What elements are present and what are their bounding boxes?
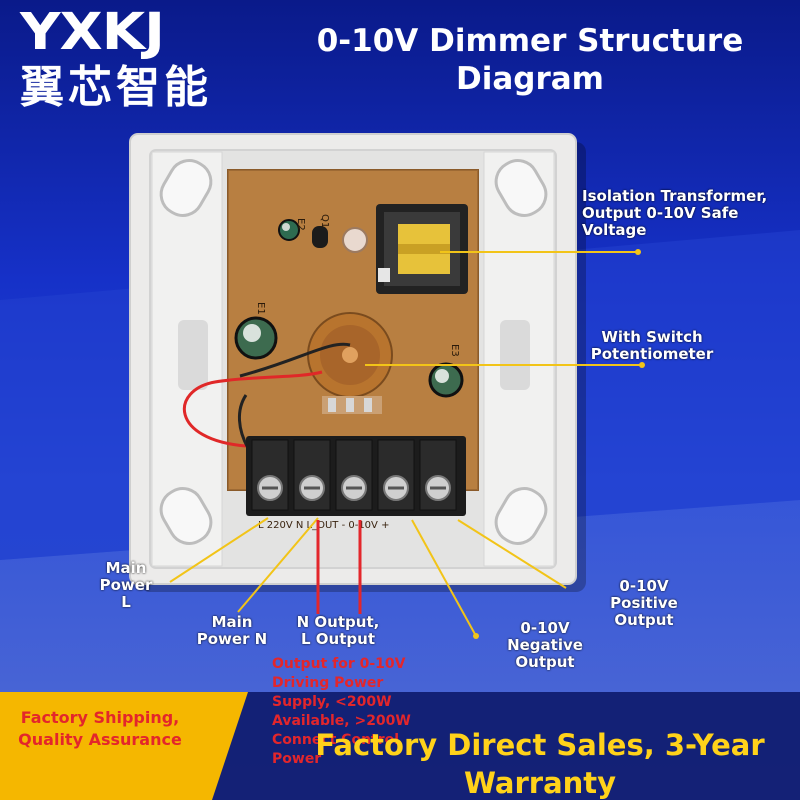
callout-main-power-l: Main Power L: [99, 559, 153, 611]
capacitor-e1: [234, 316, 278, 360]
isolation-transformer: [376, 204, 468, 294]
silk-e1: E1: [255, 302, 266, 315]
diagram-title-line2: Diagram: [456, 61, 604, 97]
callout-line-main-n: [237, 517, 319, 613]
transistor-q1: [312, 226, 328, 248]
brand-logo: YXKJ 翼芯智能: [20, 6, 212, 112]
callout-main-power-n: Main Power N: [196, 613, 268, 648]
silk-terminal-text: L 220V N L_OUT - 0-10V +: [258, 520, 389, 531]
callout-isolation-transformer: Isolation Transformer, Output 0-10V Safe…: [582, 187, 768, 239]
warranty-text: Factory Direct Sales, 3-Year Warranty: [315, 728, 765, 800]
callout-lines: [169, 251, 642, 637]
silk-e2: E2: [295, 218, 306, 231]
callout-positive-output: 0-10V Positive Output: [610, 577, 678, 629]
diagram-title-line1: 0-10V Dimmer Structure: [316, 23, 744, 59]
callout-negative-output: 0-10V Negative Output: [507, 619, 583, 671]
callout-line-main-l: [169, 517, 269, 583]
yellow-badge: [0, 692, 248, 800]
diagram-title: 0-10V Dimmer Structure Diagram: [290, 22, 770, 98]
switch-potentiometer: [307, 312, 393, 414]
silk-q1: Q1: [319, 214, 330, 228]
silk-e3: E3: [449, 344, 460, 357]
terminal-block: [246, 436, 466, 516]
output-power-note: Output for 0-10V Driving Power Supply, <…: [272, 656, 411, 767]
resistor-pad: [342, 227, 368, 253]
capacitor-e2: [278, 219, 300, 241]
callout-switch-potentiometer: With Switch Potentiometer: [590, 328, 714, 363]
brand-name: YXKJ: [20, 3, 165, 62]
factory-shipping-text: Factory Shipping, Quality Assurance: [18, 708, 182, 749]
brand-name-chinese: 翼芯智能: [20, 62, 212, 113]
output-red-lines: [316, 520, 362, 614]
callout-line-positive: [457, 519, 567, 589]
red-wire: [182, 370, 323, 448]
mounting-slot: [159, 159, 548, 545]
callout-n-output-l: N Output, L Output: [296, 613, 380, 648]
callout-line-negative: [411, 519, 477, 637]
